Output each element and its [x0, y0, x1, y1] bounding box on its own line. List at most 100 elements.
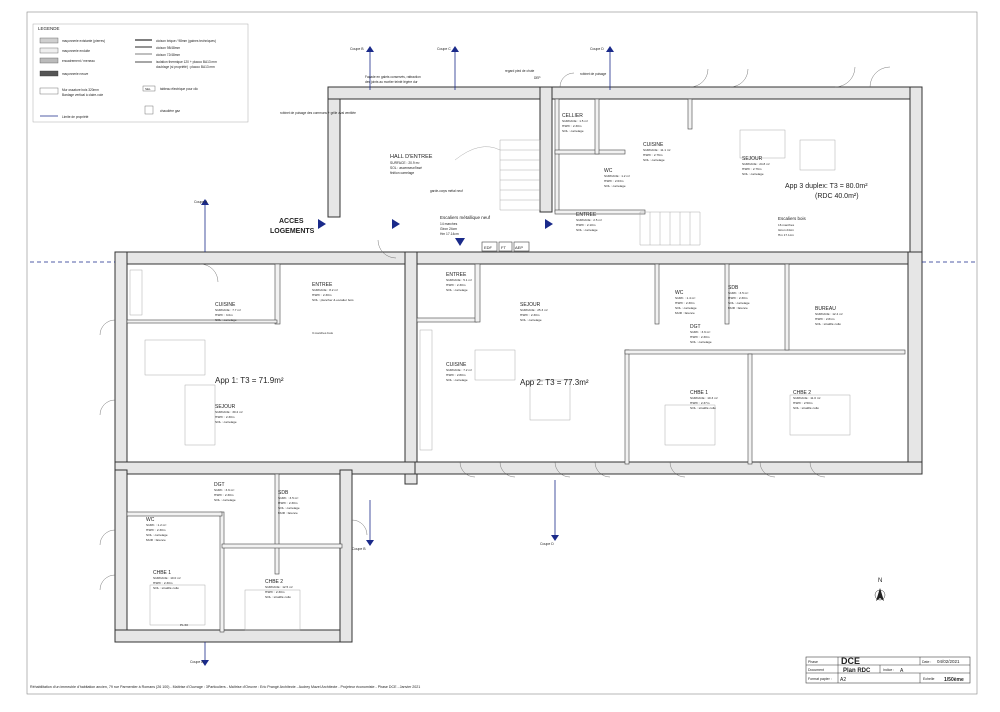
meters: EDF FT AEP	[481, 241, 530, 252]
legend-swatch-enduite	[39, 47, 59, 54]
hall-name: HALL D'ENTREE	[390, 154, 433, 160]
app3-title: App 3 duplex: T3 = 80.0m²	[785, 183, 868, 190]
app2-dgt-l1: SURF. : 3.6 m²	[690, 330, 710, 334]
app2-chbe1-l2: HSPF : 2.37m	[690, 401, 710, 405]
escalier-l2: Giron 24cm	[440, 227, 457, 231]
app3-esc-l3: Hm 17.1cm	[778, 233, 794, 237]
phase-label: Phase	[808, 660, 818, 664]
stair-arrow-icon	[455, 238, 465, 246]
legend2-item-3: cloison 72/48mm	[156, 53, 180, 57]
legend-frame	[32, 23, 249, 123]
hall-stair-note: garde-corps métal neuf	[430, 189, 463, 193]
coupe-a-bottom: Coupe A	[190, 660, 204, 664]
app3-sejour-l3: SOL : carrelage	[742, 172, 764, 176]
legend-sel-box	[142, 85, 156, 92]
legend2-item-5: doublage (si propriété) : placoo BA13 mm	[156, 65, 215, 69]
date-value: 04/02/2021	[937, 659, 960, 664]
access-arrow-icon-2	[392, 219, 400, 229]
hall-finition: finition carrelage	[390, 171, 414, 175]
app1-dgt-l2: HSPF : 2.30m	[214, 493, 234, 497]
indice-value: A	[900, 668, 904, 674]
app2-sejour-l3: SOL : carrelage	[520, 318, 542, 322]
legend2-item-4: isolation thermique 120 + placoo BA13 mm	[156, 60, 217, 64]
app2-entree-l3: SOL : carrelage	[446, 288, 468, 292]
coupe-d-bottom: Coupe D	[540, 542, 554, 546]
app2-wc-l4: MUR : faïence	[675, 311, 695, 315]
app3: App 3 duplex: T3 = 80.0m² (RDC 40.0m²) C…	[562, 113, 868, 237]
access-arrow-icon	[318, 219, 326, 229]
legend-item-6: Bardage vertical à claire-voie	[62, 93, 103, 97]
app2-entree-l1: SURFACE : 5.1 m²	[446, 278, 472, 282]
access-arrow-icon-3	[545, 219, 553, 229]
app3-cuisine-l3: SOL : carrelage	[643, 158, 665, 162]
escalier-title: Escaliers métallique neuf	[440, 215, 491, 220]
app1-wc-l4: MUR : faïence	[146, 538, 166, 542]
app1-sejour-name: SEJOUR	[215, 404, 236, 410]
meter-ft	[498, 241, 513, 252]
app1-sejour-l2: HSPF : 2.30m	[215, 415, 235, 419]
document-value: Plan RDC	[843, 668, 871, 674]
app2-sdb-l1: SURF. : 3.5 m²	[728, 291, 748, 295]
door-swings	[99, 66, 891, 591]
coupe-b-top: Coupe B	[350, 47, 364, 51]
hall-sol: SOL : ascenseur/lissé	[390, 166, 422, 170]
app2-wc-l2: HSPF : 2.30m	[675, 301, 695, 305]
app3-esc-l2: Giron 24cm	[778, 228, 794, 232]
app1-sdb-l4: MUR : faïence	[278, 511, 298, 515]
app2-chbe1-name: CHBE 1	[690, 390, 708, 396]
note-facade-1: Façade en galets conservés, rattraction	[365, 75, 421, 79]
app3-wc-l2: HSPF : 2.63m	[604, 179, 624, 183]
meter-aep-label: AEP	[515, 245, 523, 250]
legend-item-5: Mur ossature bois 320mm	[62, 88, 99, 92]
app1-cuisine-l1: SURFACE : 7.7 m²	[215, 308, 241, 312]
app1-chbe1-l3: SOL : stratifié collé	[153, 586, 179, 590]
app2-cuisine-l3: SOL : carrelage	[446, 378, 468, 382]
legend-sel-text: tableau électrique pour clic	[160, 87, 198, 91]
app1-dgt-l1: SURF. : 3.6 m²	[214, 488, 234, 492]
app1-sdb-l2: HSPF : 2.30m	[278, 501, 298, 505]
app1-title: App 1: T3 = 71.9m²	[215, 376, 284, 385]
legend-sel: SEL	[145, 87, 151, 91]
walls	[114, 86, 923, 643]
app1-cuisine-l3: SOL : carrelage	[215, 318, 237, 322]
app3-wc-l3: SOL : carrelage	[604, 184, 626, 188]
legend-item-1: maçonnerie existante (pierres)	[62, 39, 105, 43]
app1-chbe2-l1: SURFACE : 12.5 m²	[265, 585, 293, 589]
app1-wc-l2: HSPF : 2.30m	[146, 528, 166, 532]
app1-wc-l3: SOL : carrelage	[146, 533, 168, 537]
app1-stairs: 3 marches bois	[312, 331, 333, 335]
app3-cellier-l1: SURFACE : 1.5 m²	[562, 119, 588, 123]
app1-chbe2-l2: HSPF : 2.30m	[265, 590, 285, 594]
app3-cuisine-name: CUISINE	[643, 142, 664, 148]
access-subtitle: LOGEMENTS	[270, 228, 315, 235]
north-arrow-icon	[876, 588, 884, 601]
app1-chbe1-l2: HSPF : 2.30m	[153, 581, 173, 585]
title-block: Phase DCE Date : 04/02/2021 Document Pla…	[805, 656, 971, 684]
app1-dgt-name: DGT	[214, 482, 225, 488]
legend2-item-2: cloison 98/48mm	[156, 46, 180, 50]
section-markers: Coupe B Coupe C Coupe D Coupe A Coupe B …	[190, 46, 614, 666]
app2-wc-name: WC	[675, 290, 684, 296]
app1-wc-name: WC	[146, 517, 155, 523]
document-label: Document	[808, 668, 824, 672]
escalier-l3: Hm 17.14cm	[440, 232, 459, 236]
app3-esc-name: Escaliers bois	[778, 216, 807, 221]
app2: App 2: T3 = 77.3m² ENTREE SURFACE : 5.1 …	[446, 272, 843, 410]
app3-wc-l1: SURFACE : 1.2 m²	[604, 174, 630, 178]
app1-entree-l2: HSPF : 2.30m	[312, 293, 332, 297]
app2-chbe2-l1: SURFACE : 11.0 m²	[793, 396, 820, 400]
app1-sejour-l3: SOL : carrelage	[215, 420, 237, 424]
meter-edf	[481, 241, 498, 252]
coupe-b-bottom: Coupe B	[352, 547, 366, 551]
app1-sdb-l3: SOL : carrelage	[278, 506, 300, 510]
legend: LEGENDE maçonnerie existante (pierres) m…	[32, 23, 249, 123]
app2-dgt-l2: HSPF : 2.30m	[690, 335, 710, 339]
app3-sejour-name: SEJOUR	[742, 156, 763, 162]
app2-chbe2-l3: SOL : stratifié collé	[793, 406, 819, 410]
scale-value: 1/50ème	[944, 677, 964, 683]
escalier-l1: 14 marches	[440, 222, 458, 226]
app1-entree-l3: SOL : plancher & escalier bois	[312, 298, 354, 302]
indice-label: Indice :	[883, 668, 894, 672]
north-arrow: N	[874, 578, 886, 601]
